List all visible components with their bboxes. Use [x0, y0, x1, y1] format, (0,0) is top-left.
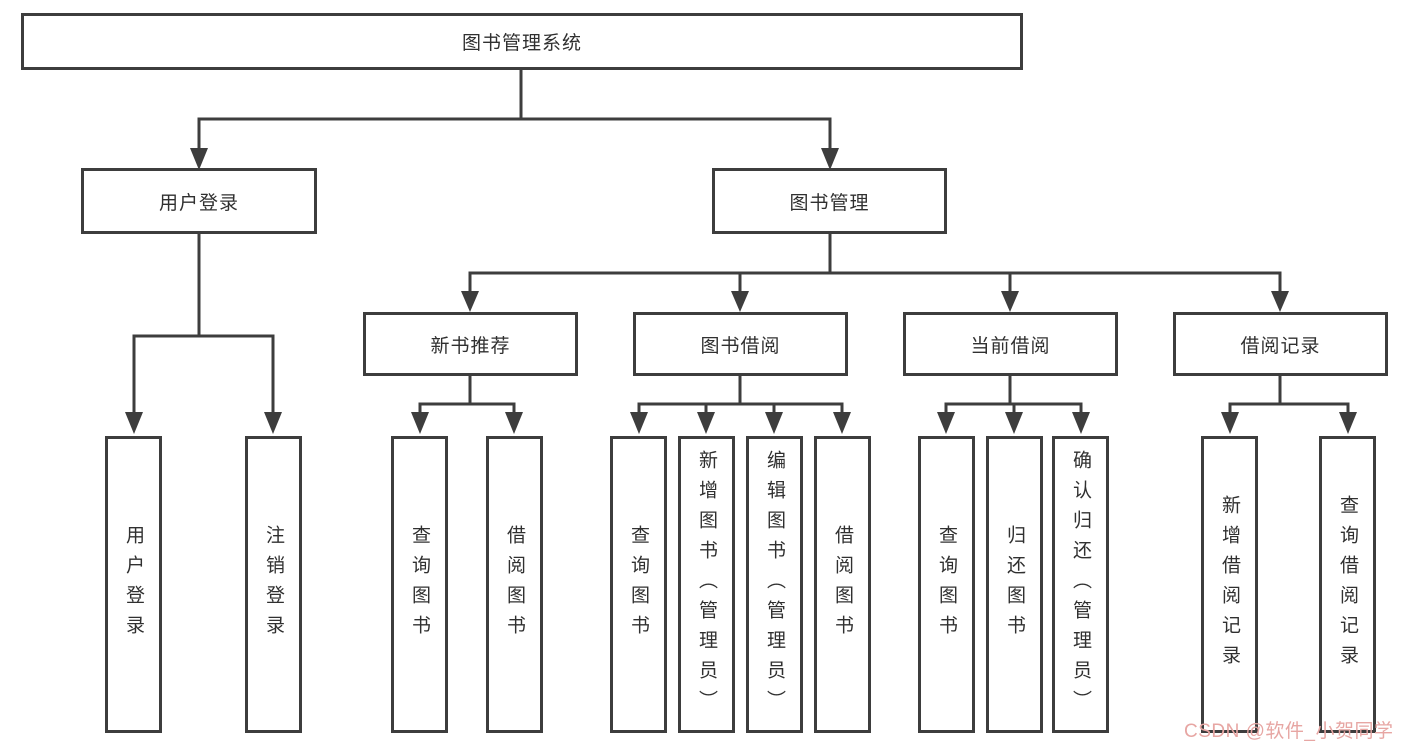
arrowhead-icon [411, 412, 429, 434]
arrowhead-icon [697, 412, 715, 434]
node-root: 图书管理系统 [21, 13, 1023, 70]
leaf-add-book-admin: 新增图书（管理员） [678, 436, 735, 733]
arrowhead-icon [630, 412, 648, 434]
edge-userlogin-bar [132, 334, 275, 414]
leaf-borrow-books-2: 借阅图书 [814, 436, 871, 733]
arrowhead-icon [937, 412, 955, 434]
node-label: 图书管理系统 [461, 33, 582, 54]
node-new-book-recommend: 新书推荐 [363, 312, 578, 376]
node-label: 新增借阅记录 [1219, 494, 1240, 675]
arrowhead-icon [1339, 412, 1357, 434]
node-label: 注销登录 [263, 524, 284, 645]
node-label: 用户登录 [158, 192, 239, 214]
edge-newbook-bar [418, 402, 516, 414]
node-label: 确认归还（管理员） [1070, 449, 1091, 720]
node-label: 归还图书 [1004, 524, 1025, 645]
arrowhead-icon [765, 412, 783, 434]
arrowhead-icon [264, 412, 282, 434]
arrowhead-icon [1221, 412, 1239, 434]
arrowhead-icon [505, 412, 523, 434]
leaf-user-login: 用户登录 [105, 436, 162, 733]
node-label: 借阅图书 [504, 524, 525, 645]
arrowhead-icon [1001, 291, 1019, 312]
node-label: 当前借阅 [970, 335, 1051, 357]
node-label: 查询借阅记录 [1337, 494, 1358, 675]
leaf-add-borrow-record: 新增借阅记录 [1201, 436, 1258, 733]
arrowhead-icon [461, 291, 479, 312]
node-user-login: 用户登录 [81, 168, 317, 234]
node-label: 编辑图书（管理员） [764, 449, 785, 720]
leaf-query-books-3: 查询图书 [918, 436, 975, 733]
node-label: 借阅记录 [1240, 335, 1321, 357]
leaf-borrow-books-1: 借阅图书 [486, 436, 543, 733]
node-label: 用户登录 [123, 524, 144, 645]
node-book-management: 图书管理 [712, 168, 947, 234]
arrowhead-icon [1005, 412, 1023, 434]
arrowhead-icon [1271, 291, 1289, 312]
edge-level3-bar [468, 271, 1282, 294]
leaf-query-books-2: 查询图书 [610, 436, 667, 733]
node-current-borrow: 当前借阅 [903, 312, 1118, 376]
leaf-return-book: 归还图书 [986, 436, 1043, 733]
node-label: 新书推荐 [430, 335, 511, 357]
leaf-query-books-1: 查询图书 [391, 436, 448, 733]
node-borrow-records: 借阅记录 [1173, 312, 1388, 376]
leaf-query-borrow-record: 查询借阅记录 [1319, 436, 1376, 733]
edge-borrowrecords-bar [1228, 402, 1350, 414]
arrowhead-icon [190, 148, 208, 170]
arrowhead-icon [125, 412, 143, 434]
arrowhead-icon [1072, 412, 1090, 434]
node-label: 借阅图书 [832, 524, 853, 645]
edge-level2-bar [197, 117, 832, 150]
csdn-watermark: CSDN @软件_小贺同学 [1184, 721, 1394, 742]
node-label: 图书借阅 [700, 335, 781, 357]
leaf-edit-book-admin: 编辑图书（管理员） [746, 436, 803, 733]
connector-edges [132, 70, 1350, 414]
leaf-logout-login: 注销登录 [245, 436, 302, 733]
node-label: 新增图书（管理员） [696, 449, 717, 720]
node-label: 查询图书 [409, 524, 430, 645]
node-book-borrow: 图书借阅 [633, 312, 848, 376]
arrowhead-icon [731, 291, 749, 312]
edge-bookborrow-bar [637, 402, 844, 414]
arrowhead-icon [821, 148, 839, 170]
arrowhead-icon [833, 412, 851, 434]
leaf-confirm-return-admin: 确认归还（管理员） [1052, 436, 1109, 733]
node-label: 查询图书 [936, 524, 957, 645]
arrowheads [125, 148, 1357, 434]
node-label: 图书管理 [789, 192, 870, 214]
node-label: 查询图书 [628, 524, 649, 645]
